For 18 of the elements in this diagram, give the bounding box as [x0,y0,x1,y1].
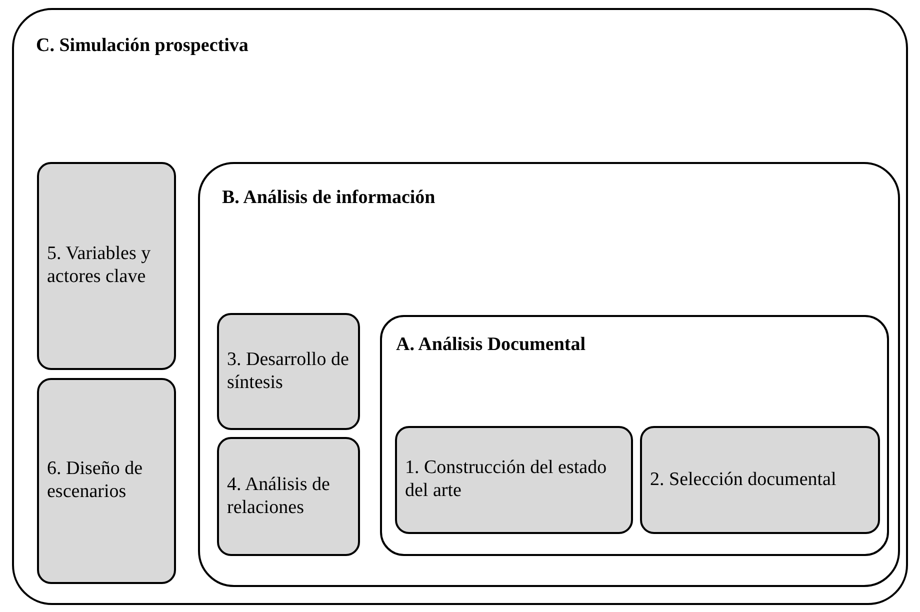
process-box [37,162,176,370]
step-label: 5. Variables y actores clave [47,243,152,289]
group-heading: B. Análisis de información [222,186,436,210]
step-label: 6. Diseño de escenarios [47,458,144,504]
group-heading: A. Análisis Documental [396,333,586,357]
process-box [640,426,880,534]
process-box [37,378,176,584]
step-label: 4. Análisis de relaciones [227,474,331,520]
step-label: 1. Construcción del estado del arte [405,457,608,503]
group-box [380,315,889,556]
process-box [217,313,360,430]
group-box [12,8,908,605]
step-label: 3. Desarrollo de síntesis [227,348,350,394]
step-label: 2. Selección documental [650,468,838,492]
group-heading: C. Simulación prospectiva [36,34,248,58]
group-box [198,162,900,587]
process-box [395,426,633,534]
process-box [217,437,360,556]
